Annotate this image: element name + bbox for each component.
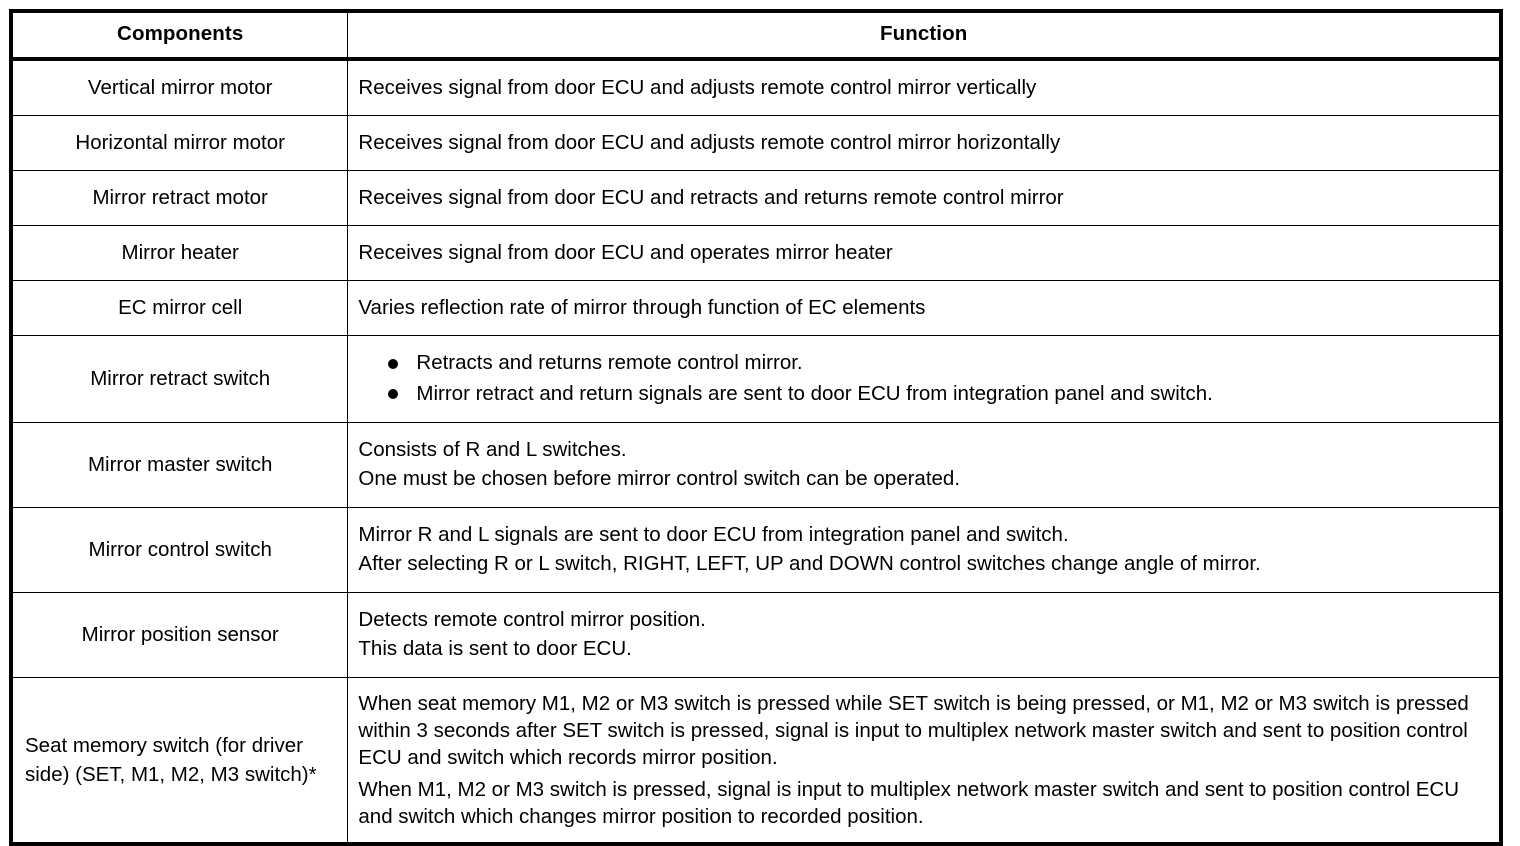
bullet-text: Mirror retract and return signals are se… bbox=[416, 382, 1213, 405]
cell-function: Retracts and returns remote control mirr… bbox=[347, 335, 1502, 423]
table-row: Seat memory switch (for driver side) (SE… bbox=[10, 677, 1502, 845]
table-row: Vertical mirror motor Receives signal fr… bbox=[10, 58, 1502, 116]
function-text-block: Receives signal from door ECU and adjust… bbox=[358, 74, 1489, 103]
table-row: Mirror master switch Consists of R and L… bbox=[10, 422, 1502, 508]
function-line: After selecting R or L switch, RIGHT, LE… bbox=[358, 552, 1261, 575]
list-item: Retracts and returns remote control mirr… bbox=[388, 348, 1489, 379]
function-text-block: Detects remote control mirror position. … bbox=[358, 606, 1489, 663]
table-header-row: Components Function bbox=[10, 10, 1502, 61]
cell-function: Receives signal from door ECU and adjust… bbox=[347, 115, 1502, 171]
components-function-table: Components Function Vertical mirror moto… bbox=[9, 9, 1503, 846]
cell-function: Receives signal from door ECU and retrac… bbox=[347, 170, 1502, 226]
document-page: Components Function Vertical mirror moto… bbox=[9, 9, 1503, 846]
table-row: Mirror retract switch Retracts and retur… bbox=[10, 335, 1502, 423]
cell-function: Detects remote control mirror position. … bbox=[347, 592, 1502, 678]
cell-function: Receives signal from door ECU and operat… bbox=[347, 225, 1502, 281]
table-row: Horizontal mirror motor Receives signal … bbox=[10, 115, 1502, 171]
function-line: Varies reflection rate of mirror through… bbox=[358, 295, 926, 319]
function-line: Receives signal from door ECU and retrac… bbox=[358, 185, 1064, 209]
bullet-text: Retracts and returns remote control mirr… bbox=[416, 351, 803, 375]
bullet-dot-icon bbox=[388, 358, 399, 369]
function-line: Consists of R and L switches. bbox=[358, 438, 627, 462]
function-text-block: Receives signal from door ECU and retrac… bbox=[358, 184, 1489, 213]
table-header: Components Function bbox=[10, 10, 1502, 61]
function-line: Receives signal from door ECU and adjust… bbox=[358, 130, 1061, 154]
table-row: Mirror heater Receives signal from door … bbox=[10, 225, 1502, 281]
cell-component: Mirror position sensor bbox=[10, 592, 349, 678]
function-text-block: Consists of R and L switches. One must b… bbox=[358, 436, 1489, 493]
cell-component: Mirror retract motor bbox=[10, 170, 349, 226]
cell-function: Consists of R and L switches. One must b… bbox=[347, 422, 1502, 508]
bullet-dot-icon bbox=[388, 389, 399, 400]
cell-component: Mirror retract switch bbox=[10, 335, 349, 423]
cell-component: Mirror control switch bbox=[10, 507, 349, 593]
cell-function: When seat memory M1, M2 or M3 switch is … bbox=[347, 677, 1502, 845]
function-line: When M1, M2 or M3 switch is pressed, sig… bbox=[358, 777, 1460, 828]
table-body: Vertical mirror motor Receives signal fr… bbox=[10, 58, 1502, 845]
function-text-block: Receives signal from door ECU and operat… bbox=[358, 239, 1489, 268]
cell-function: Varies reflection rate of mirror through… bbox=[347, 280, 1502, 336]
cell-function: Mirror R and L signals are sent to door … bbox=[347, 507, 1502, 593]
column-header-components: Components bbox=[10, 10, 349, 61]
function-line: One must be chosen before mirror control… bbox=[358, 467, 961, 490]
function-bullet-list: Retracts and returns remote control mirr… bbox=[358, 348, 1489, 409]
cell-component: Seat memory switch (for driver side) (SE… bbox=[10, 677, 349, 845]
function-line: Detects remote control mirror position. bbox=[358, 608, 706, 632]
function-line: When seat memory M1, M2 or M3 switch is … bbox=[358, 692, 1469, 770]
function-line: Receives signal from door ECU and operat… bbox=[358, 240, 893, 264]
function-line: Mirror R and L signals are sent to door … bbox=[358, 523, 1069, 547]
function-text-block: When seat memory M1, M2 or M3 switch is … bbox=[358, 688, 1489, 831]
table-row: Mirror control switch Mirror R and L sig… bbox=[10, 507, 1502, 593]
cell-component: Mirror heater bbox=[10, 225, 349, 281]
function-line: Receives signal from door ECU and adjust… bbox=[358, 75, 1037, 99]
table-row: Mirror retract motor Receives signal fro… bbox=[10, 170, 1502, 226]
function-line: This data is sent to door ECU. bbox=[358, 637, 632, 660]
cell-component: Horizontal mirror motor bbox=[10, 115, 349, 171]
cell-component: Mirror master switch bbox=[10, 422, 349, 508]
table-row: Mirror position sensor Detects remote co… bbox=[10, 592, 1502, 678]
cell-component: EC mirror cell bbox=[10, 280, 349, 336]
table-row: EC mirror cell Varies reflection rate of… bbox=[10, 280, 1502, 336]
cell-component: Vertical mirror motor bbox=[10, 58, 349, 116]
function-text-block: Varies reflection rate of mirror through… bbox=[358, 294, 1489, 323]
cell-function: Receives signal from door ECU and adjust… bbox=[347, 58, 1502, 116]
column-header-function: Function bbox=[347, 10, 1502, 61]
list-item: Mirror retract and return signals are se… bbox=[388, 379, 1489, 410]
function-text-block: Mirror R and L signals are sent to door … bbox=[358, 521, 1489, 578]
function-text-block: Receives signal from door ECU and adjust… bbox=[358, 129, 1489, 158]
